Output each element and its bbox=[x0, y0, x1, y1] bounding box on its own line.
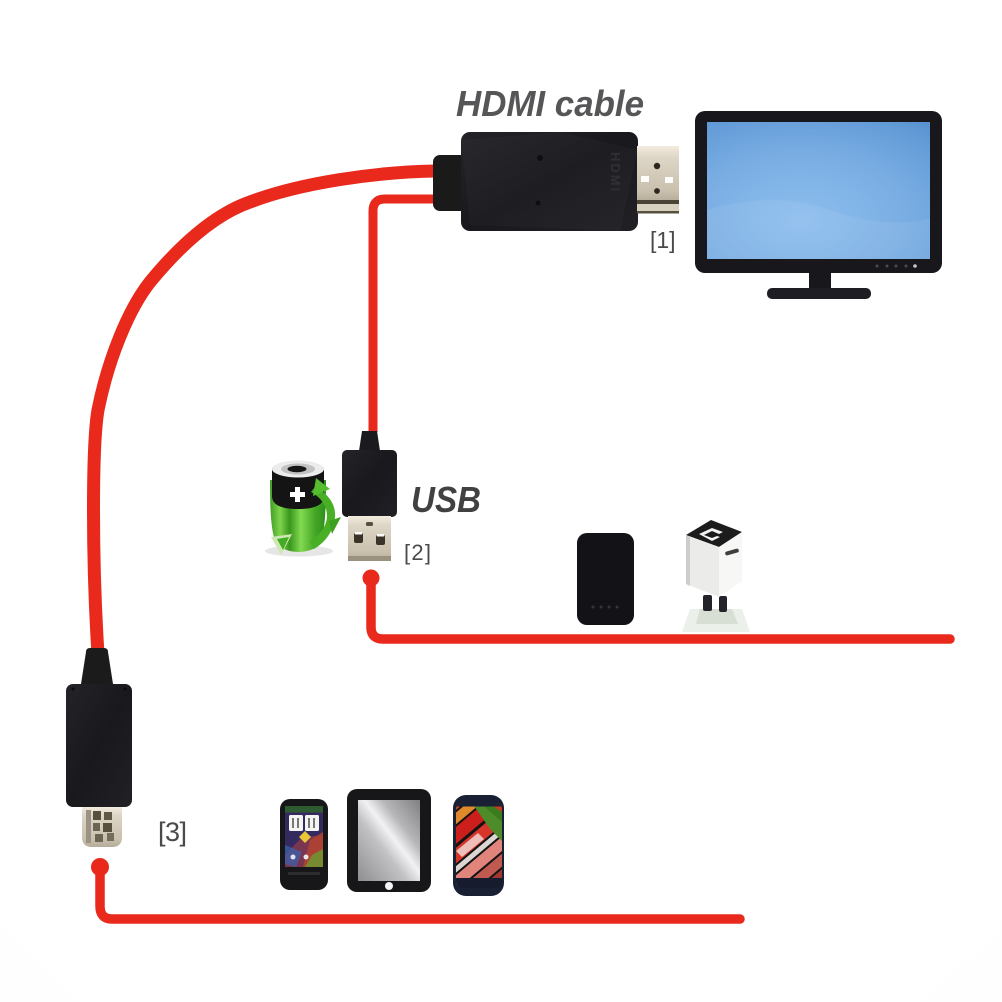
svg-text:HDMI: HDMI bbox=[608, 152, 623, 193]
svg-text:USB: USB bbox=[411, 479, 481, 520]
svg-text:[2]: [2] bbox=[404, 540, 431, 565]
svg-text:HDMI cable: HDMI cable bbox=[456, 83, 644, 124]
svg-text:[3]: [3] bbox=[158, 817, 187, 847]
svg-text:[1]: [1] bbox=[650, 227, 676, 253]
